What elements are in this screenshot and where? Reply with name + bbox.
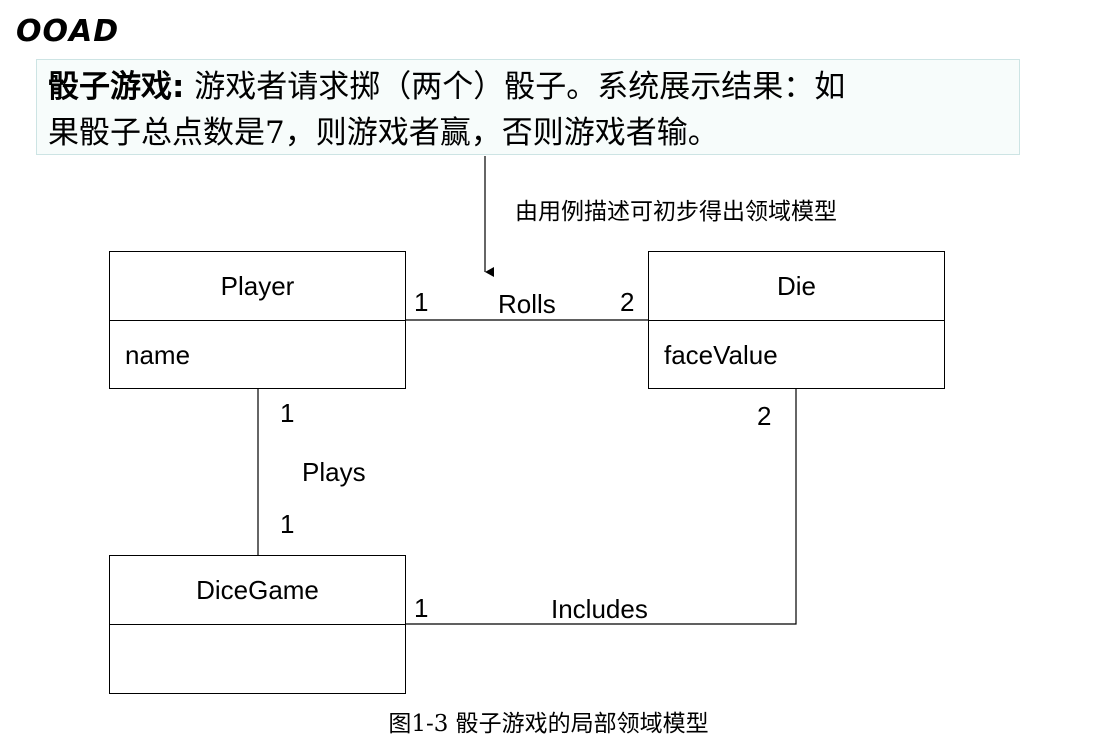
includes-multiplicity-game: 1 <box>414 593 429 623</box>
class-player: Player name <box>109 251 406 389</box>
class-dicegame-name: DiceGame <box>196 575 319 605</box>
class-die-name: Die <box>776 271 816 301</box>
use-case-line1: 游戏者请求掷（两个）骰子。系统展示结果：如 <box>184 69 846 105</box>
class-player-divider <box>110 320 405 321</box>
plays-multiplicity-player: 1 <box>280 398 295 428</box>
rolls-multiplicity-die: 2 <box>620 287 635 317</box>
figure-caption: 图1-3 骰子游戏的局部领域模型 <box>388 711 709 737</box>
plays-multiplicity-game: 1 <box>280 509 295 539</box>
derivation-annotation: 由用例描述可初步得出领域模型 <box>515 199 837 225</box>
use-case-separator: : <box>172 69 185 105</box>
use-case-description-box <box>36 59 1020 155</box>
class-dicegame-divider <box>110 624 405 625</box>
rolls-label: Rolls <box>498 289 556 319</box>
use-case-line2: 果骰子总点数是7，则游戏者赢，否则游戏者输。 <box>48 115 719 151</box>
header-title: OOAD <box>16 14 120 49</box>
class-die: Die faceValue <box>648 251 945 389</box>
use-case-term: 骰子游戏 <box>48 69 172 105</box>
class-player-name: Player <box>220 271 295 301</box>
class-player-attribute: name <box>125 340 191 370</box>
plays-label: Plays <box>302 457 366 487</box>
class-die-divider <box>649 320 944 321</box>
includes-multiplicity-die: 2 <box>757 401 772 431</box>
includes-line <box>405 388 797 625</box>
includes-label: Includes <box>551 594 648 624</box>
rolls-multiplicity-player: 1 <box>414 287 429 317</box>
class-dicegame: DiceGame <box>109 555 406 694</box>
class-die-attribute: faceValue <box>664 340 778 370</box>
use-case-description: 骰子游戏: 游戏者请求掷（两个）骰子。系统展示结果：如 果骰子总点数是7，则游戏… <box>48 64 1008 156</box>
